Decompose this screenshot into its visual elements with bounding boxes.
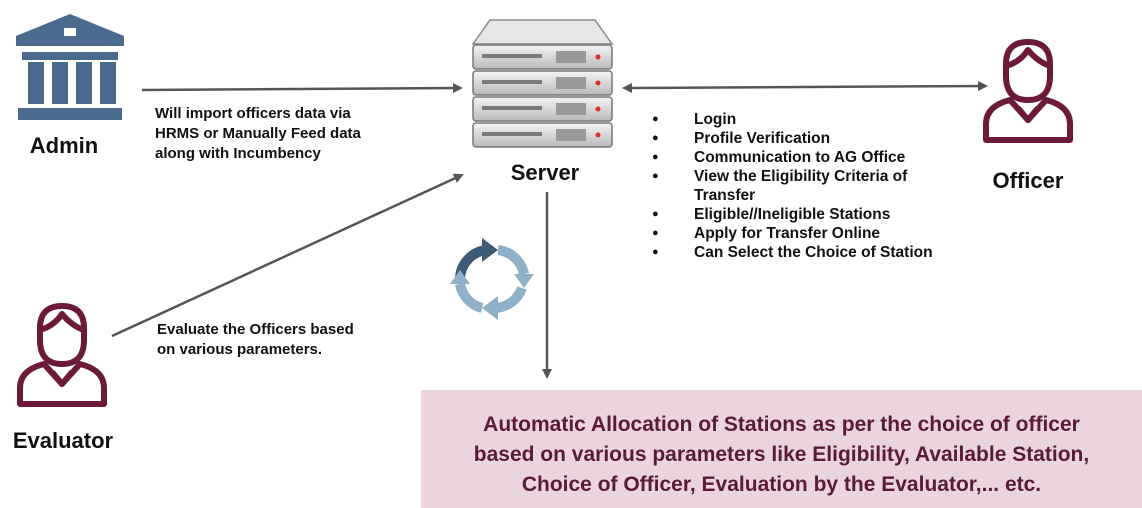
evaluator-label: Evaluator [12,428,114,453]
evaluator-note: Evaluate the Officers based on various p… [157,320,417,360]
evaluator-to-server-arrow [111,173,464,338]
evaluator-note-line: Evaluate the Officers based [157,321,354,338]
admin-note: Will import officers data via HRMS or Ma… [155,104,425,164]
feature-item: Communication to AG Office [652,148,962,167]
feature-item: Profile Verification [652,129,962,148]
officer-person-icon [983,39,1073,143]
feature-item: Eligible//Ineligible Stations [652,205,962,224]
evaluator-person-icon [17,303,107,407]
server-officer-arrow [622,81,988,93]
feature-item: Login [652,110,962,129]
evaluator-note-line: on various parameters. [157,341,323,358]
admin-to-server-arrow [141,83,463,94]
feature-item: Can Select the Choice of Station [652,243,962,262]
result-line: Automatic Allocation of Stations as per … [483,413,1080,436]
result-line: Choice of Officer, Evaluation by the Eva… [521,473,1042,496]
feature-item: Apply for Transfer Online [652,224,962,243]
server-rack-icon [471,19,614,148]
officer-label: Officer [992,168,1064,193]
admin-note-line: along with Incumbency [155,145,321,162]
admin-label: Admin [29,133,99,158]
bank-building-icon [16,14,124,120]
cycle-arrows-icon [450,238,534,320]
result-line: based on various parameters like Eligibi… [473,443,1090,466]
server-label: Server [510,160,580,185]
feature-item: View the Eligibility Criteria of Transfe… [652,167,962,205]
admin-note-line: HRMS or Manually Feed data [155,125,361,142]
admin-note-line: Will import officers data via [155,105,351,122]
officer-features-list: Login Profile Verification Communication… [652,110,962,262]
allocation-result-box: Automatic Allocation of Stations as per … [421,390,1142,508]
